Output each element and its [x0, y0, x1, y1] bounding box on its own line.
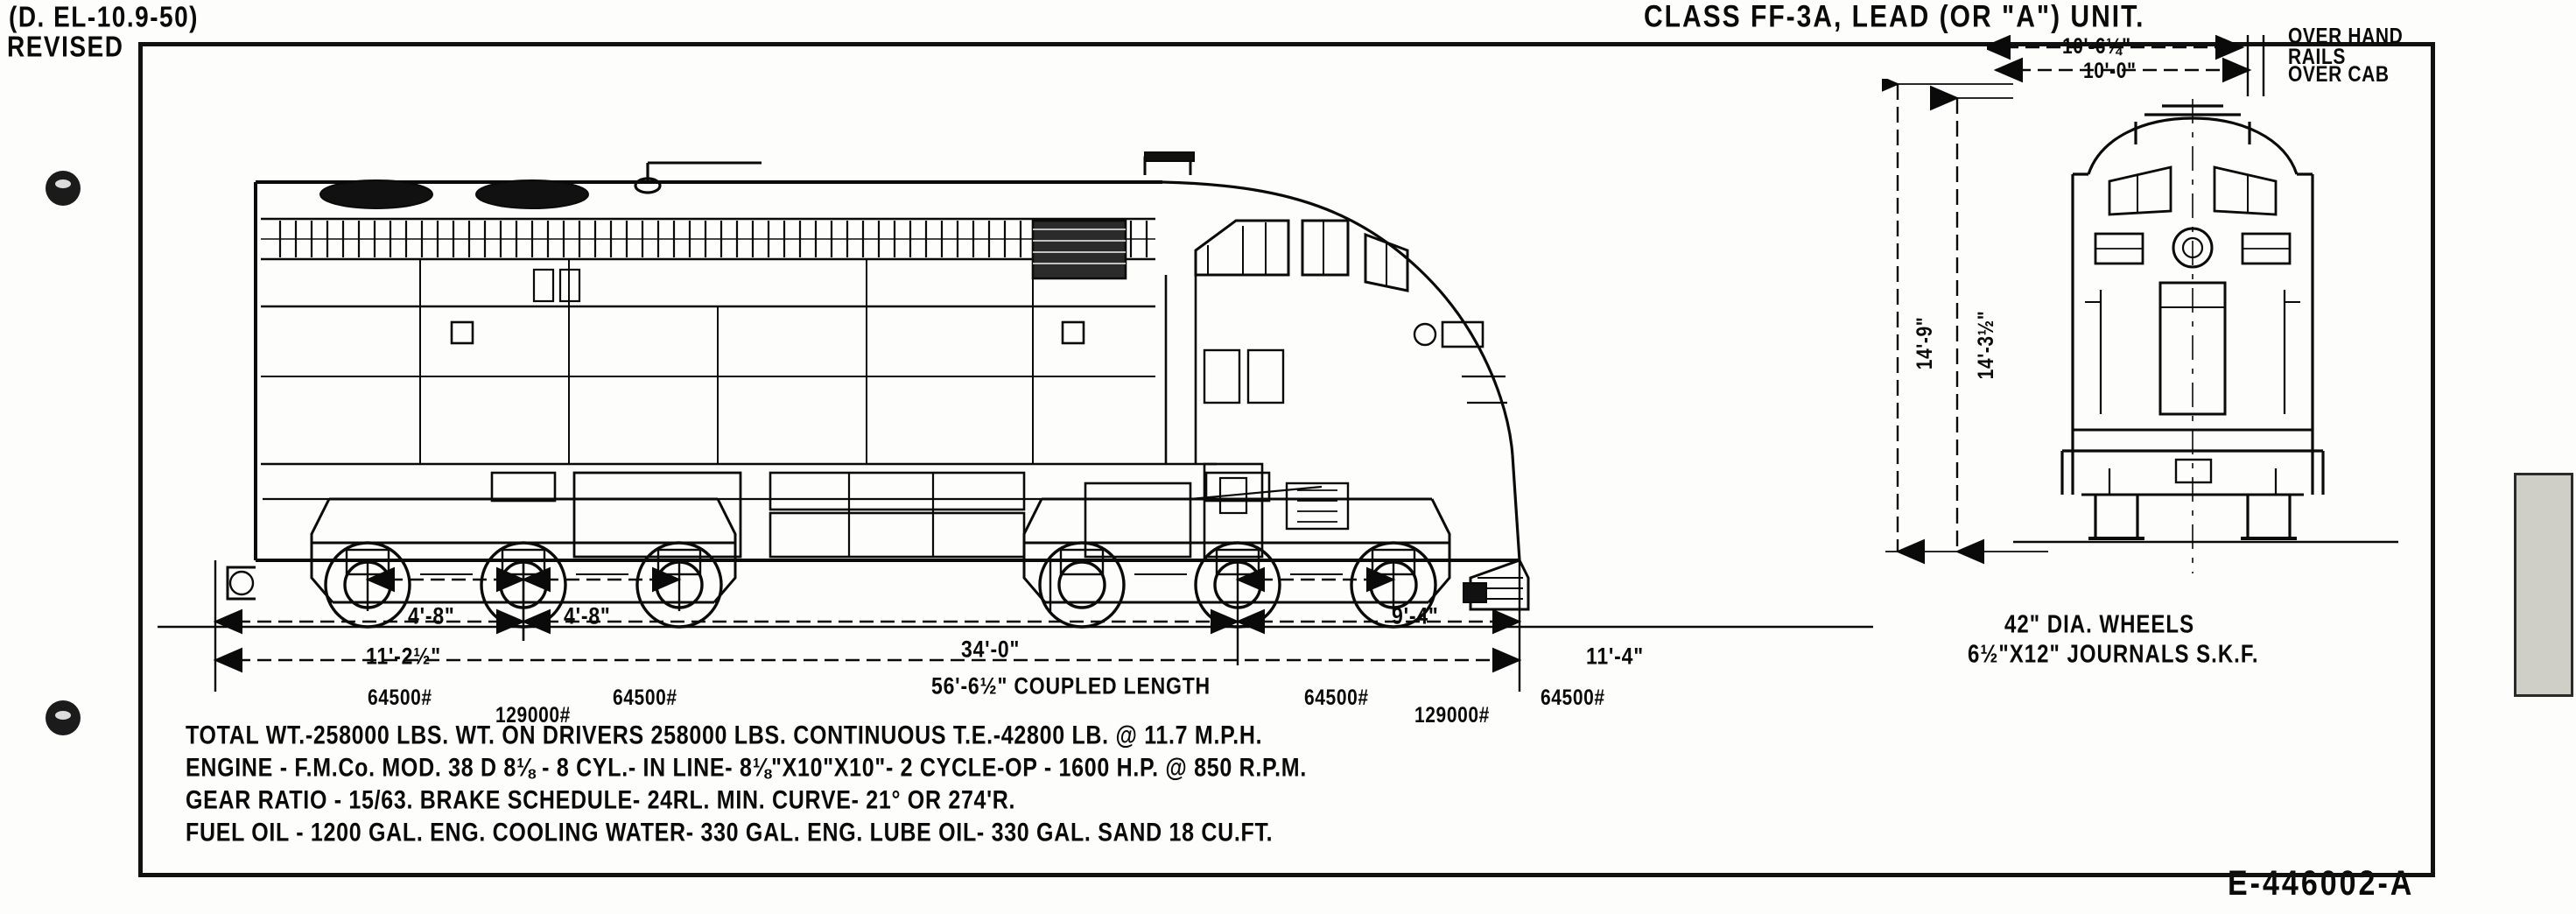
spec-line-weights: TOTAL WT.-258000 LBS. WT. ON DRIVERS 258… [186, 721, 1263, 750]
note-journals: 6½"X12" JOURNALS S.K.F. [1968, 640, 2259, 669]
note-over-cab: OVER CAB [2288, 62, 2390, 87]
axle-load-3: 64500# [1304, 686, 1369, 710]
dimension-truck-centers: 34'-0" [961, 635, 1021, 663]
binder-punch-column [0, 0, 138, 914]
drawing-number: E-446002-A [2228, 863, 2415, 903]
end-view-height-dimensions [1882, 79, 2048, 565]
end-view-width-dimensions [1987, 35, 2265, 96]
axle-load-2: 64500# [613, 686, 677, 710]
drawing-border [138, 42, 2435, 877]
truck-load-front: 129000# [495, 703, 571, 728]
revised-label: REVISED [7, 31, 124, 63]
spec-line-engine: ENGINE - F.M.Co. MOD. 38 D 8⅛ - 8 CYL.- … [186, 753, 1307, 783]
axle-load-4: 64500# [1541, 686, 1605, 710]
punch-hole-middle-highlight [55, 711, 71, 720]
note-wheel-diameter: 42" DIA. WHEELS [2004, 610, 2195, 639]
dimension-over-handrails: 10'-6¼" [2062, 34, 2131, 59]
punch-hole-top [46, 171, 81, 206]
revision-note: (D. EL-10.9-50) [9, 1, 199, 33]
specifications-block: TOTAL WT.-258000 LBS. WT. ON DRIVERS 258… [186, 721, 1307, 847]
dimension-truck-wheelbase-2: 4'-8" [564, 601, 611, 629]
side-view-dimension-lines [213, 560, 1522, 692]
punch-hole-top-highlight [55, 179, 71, 188]
dimension-height-over-cab: 14'-3½" [1974, 310, 1998, 380]
dimension-front-overhang: 11'-2½" [366, 642, 441, 670]
dimension-rear-overhang: 11'-4" [1586, 642, 1644, 670]
dimension-truck-wheelbase-1: 4'-8" [408, 601, 455, 629]
dimension-height-over-all: 14'-9" [1913, 316, 1937, 370]
truck-load-rear: 129000# [1414, 703, 1490, 728]
sheet-edge-strip [2514, 473, 2573, 697]
sheet-title: CLASS FF-3A, LEAD (OR "A") UNIT. [1644, 0, 2145, 34]
axle-load-1: 64500# [368, 686, 432, 710]
dimension-over-cab: 10'-0" [2083, 59, 2137, 83]
spec-line-gear-brake-curve: GEAR RATIO - 15/63. BRAKE SCHEDULE- 24RL… [186, 785, 1016, 815]
dimension-coupled-length: 56'-6½" COUPLED LENGTH [931, 671, 1211, 700]
end-elevation-view [2013, 99, 2398, 573]
note-over-handrails: OVER HAND RAILS [2288, 25, 2404, 69]
spec-line-capacities: FUEL OIL - 1200 GAL. ENG. COOLING WATER-… [186, 818, 1274, 847]
dimension-rear-truck-spacing: 9'-4" [1392, 601, 1439, 629]
